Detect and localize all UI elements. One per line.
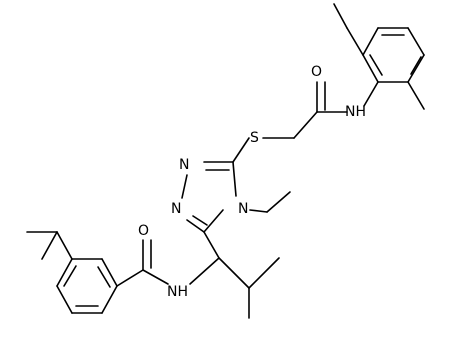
bond <box>248 257 280 289</box>
bond <box>249 209 268 213</box>
bond <box>407 27 425 56</box>
bond <box>346 27 364 56</box>
bond <box>116 269 144 287</box>
bond <box>407 54 425 83</box>
bond <box>232 137 250 163</box>
atom-label-sulfur: S <box>250 130 259 146</box>
atom-labels: O NH S N N N O NH <box>138 64 366 300</box>
bond <box>203 209 224 233</box>
bond <box>218 257 250 289</box>
bond <box>56 231 73 260</box>
bond <box>203 231 220 259</box>
atom-label-nh: NH <box>345 104 366 120</box>
bond <box>362 27 379 56</box>
bond <box>142 269 169 285</box>
bond <box>186 219 205 233</box>
bond <box>63 265 77 287</box>
bond <box>101 258 118 287</box>
atom-label-oxygen: O <box>311 64 322 80</box>
atom-label-nh: NH <box>167 284 188 300</box>
bond <box>101 285 118 314</box>
bond <box>232 161 237 197</box>
atom-label-nitrogen: N <box>238 201 248 217</box>
bond <box>407 81 425 110</box>
bond <box>363 81 379 107</box>
bond <box>181 174 188 199</box>
atom-label-oxygen: O <box>138 223 149 239</box>
bond <box>293 111 318 139</box>
bond <box>56 258 73 287</box>
bond <box>97 266 111 288</box>
bond <box>333 3 348 29</box>
bond <box>410 56 422 75</box>
bond <box>41 231 58 260</box>
bond <box>369 54 383 76</box>
bond <box>189 257 220 285</box>
bond <box>266 191 291 213</box>
bond <box>56 285 73 314</box>
bond <box>192 215 208 226</box>
atom-label-nitrogen: N <box>179 157 189 173</box>
bond <box>362 54 379 83</box>
atom-label-nitrogen: N <box>171 201 181 217</box>
bonds <box>26 3 425 319</box>
